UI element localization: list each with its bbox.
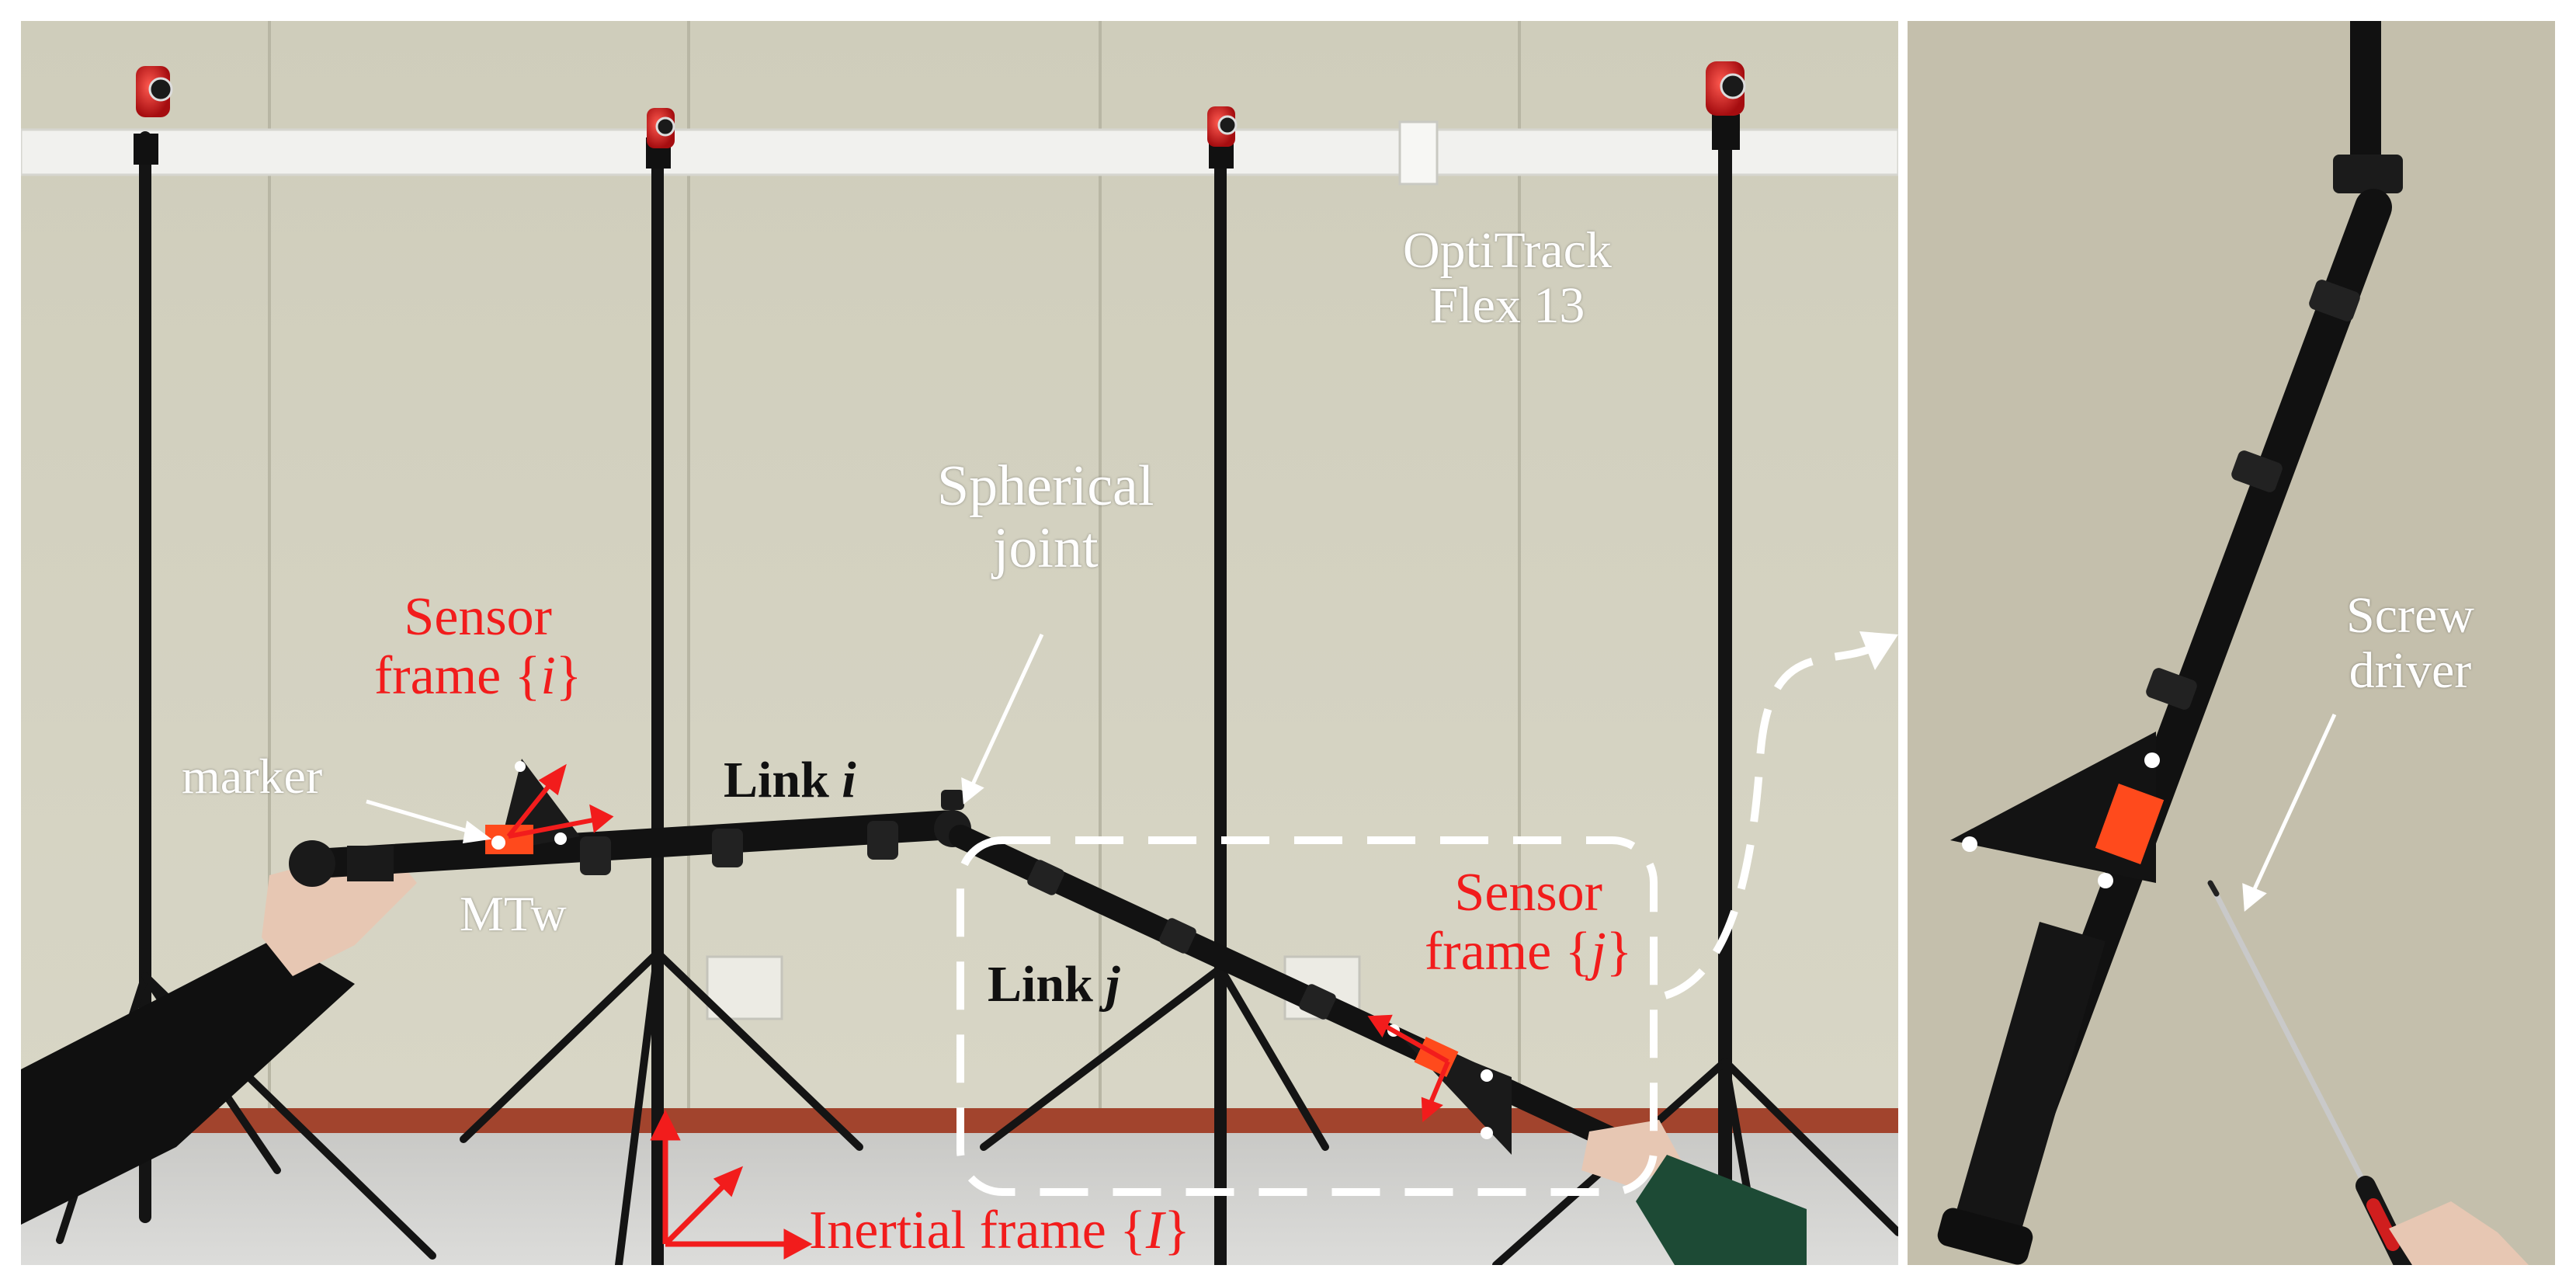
marker-pointer-arrow bbox=[366, 799, 492, 843]
spherical-joint-line1: Spherical bbox=[937, 454, 1154, 518]
sensor-frame-j-line2: frame {j} bbox=[1425, 921, 1633, 982]
link-i bbox=[289, 810, 967, 887]
sensor-frame-i-axes bbox=[506, 763, 614, 839]
tripod-2 bbox=[460, 131, 863, 1265]
zoom-scene bbox=[1937, 21, 2529, 1265]
tripod-3 bbox=[980, 131, 1329, 1265]
zoom-handle-grip bbox=[1950, 922, 2106, 1248]
wall-socket bbox=[1398, 120, 1439, 186]
link-i-label: Link i bbox=[724, 752, 856, 808]
zoom-hand bbox=[2389, 1201, 2529, 1265]
spherical-joint-line2: joint bbox=[992, 516, 1099, 580]
sensor-frame-j-line1: Sensor bbox=[1454, 863, 1602, 923]
link-j-label: Link j bbox=[988, 956, 1120, 1013]
screwdriver bbox=[2207, 880, 2415, 1265]
screwdriver-line1: Screw bbox=[2346, 587, 2474, 644]
setup-photo: OptiTrack Flex 13 Spherical joint Sensor… bbox=[21, 21, 1898, 1265]
camera-model-line1: OptiTrack bbox=[1403, 222, 1612, 279]
marker-dot-5 bbox=[1481, 1069, 1493, 1082]
camera-model-line2: Flex 13 bbox=[1429, 277, 1585, 335]
zoom-marker-dot-1 bbox=[2144, 752, 2160, 768]
mtw-label: MTw bbox=[460, 886, 567, 941]
wall-rail bbox=[21, 128, 1898, 176]
screwdriver-pointer-arrow bbox=[2242, 713, 2337, 912]
spherical-joint-label: Spherical joint bbox=[937, 454, 1154, 580]
camera-units bbox=[136, 61, 1746, 148]
sensor-frame-i-line1: Sensor bbox=[404, 587, 552, 647]
marker-dot-6 bbox=[1481, 1127, 1493, 1139]
joint-pointer-arrow bbox=[961, 633, 1044, 805]
left-arm-sleeve bbox=[21, 937, 355, 1225]
sensor-frame-i-line2: frame {i} bbox=[374, 645, 582, 706]
right-sleeve bbox=[1636, 1155, 1807, 1265]
zoom-curve-arrowhead bbox=[1859, 631, 1898, 670]
inertial-frame-label: Inertial frame {I} bbox=[809, 1201, 1190, 1260]
zoom-marker-dot-2 bbox=[1962, 836, 1977, 852]
screwdriver-line2: driver bbox=[2349, 642, 2472, 700]
marker-dot-3 bbox=[554, 832, 567, 845]
zoom-photo: Screw driver bbox=[1908, 21, 2555, 1265]
sensor-frame-j-axes bbox=[1367, 1014, 1450, 1123]
setup-scene bbox=[21, 21, 1898, 1265]
sensor-frame-j-label: Sensor frame {j} bbox=[1425, 864, 1632, 981]
inertial-frame-axes bbox=[650, 1110, 813, 1260]
zoom-marker-dot-3 bbox=[2098, 873, 2113, 888]
marker-dot-1 bbox=[491, 836, 505, 850]
marker-dot-2 bbox=[515, 761, 526, 772]
marker-label: marker bbox=[182, 749, 323, 804]
screwdriver-label: Screw driver bbox=[2346, 588, 2474, 699]
camera-model-label: OptiTrack Flex 13 bbox=[1403, 223, 1612, 334]
sensor-frame-i-label: Sensor frame {i} bbox=[374, 588, 582, 705]
zoom-region-box bbox=[956, 836, 1658, 1196]
zoom-mtw-sensor bbox=[2095, 784, 2165, 864]
